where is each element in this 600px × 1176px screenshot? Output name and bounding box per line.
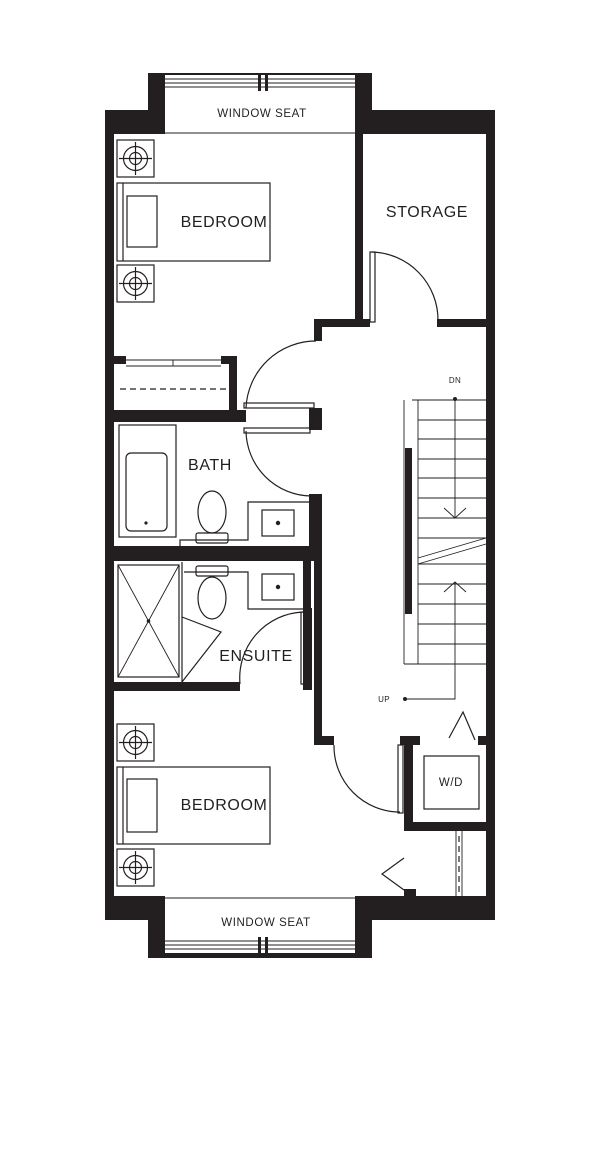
washer-dryer-label: W/D bbox=[439, 777, 463, 789]
nightstand-bottom-2 bbox=[116, 848, 155, 887]
storage-label: STORAGE bbox=[386, 204, 468, 221]
exterior-walls bbox=[105, 73, 495, 958]
stair-up-label: UP bbox=[378, 695, 390, 704]
window-seat-top-label: WINDOW SEAT bbox=[217, 108, 306, 120]
bed-top bbox=[116, 182, 271, 262]
bedroom-top-label: BEDROOM bbox=[181, 214, 268, 231]
nightstand-top-2 bbox=[116, 264, 155, 303]
ensuite-vanity bbox=[184, 571, 303, 610]
stair-down-label: DN bbox=[449, 376, 461, 385]
ensuite-label: ENSUITE bbox=[219, 648, 293, 665]
bedroom-closet bbox=[120, 359, 226, 390]
ensuite-toilet bbox=[195, 565, 229, 620]
staircase bbox=[403, 397, 487, 701]
bath-toilet bbox=[195, 490, 229, 544]
bath-vanity bbox=[179, 501, 309, 546]
bath-label: BATH bbox=[188, 457, 232, 474]
bed-bottom bbox=[116, 766, 271, 845]
bedroom-bottom-label: BEDROOM bbox=[181, 797, 268, 814]
bottom-window bbox=[165, 897, 355, 953]
washer-dryer bbox=[423, 755, 480, 810]
nightstand-bottom-1 bbox=[116, 723, 155, 762]
doors bbox=[239, 251, 476, 896]
top-window bbox=[165, 75, 355, 134]
interior-walls bbox=[114, 132, 489, 898]
bathtub bbox=[118, 424, 177, 538]
shower bbox=[117, 562, 222, 683]
nightstand-top-1 bbox=[116, 139, 155, 178]
window-seat-bottom-label: WINDOW SEAT bbox=[221, 917, 310, 929]
